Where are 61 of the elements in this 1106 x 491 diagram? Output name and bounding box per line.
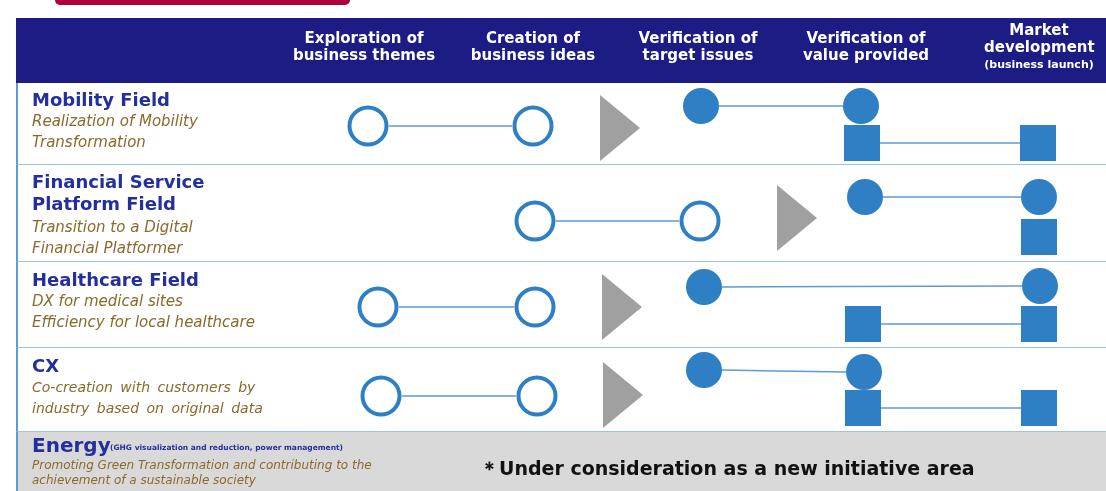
row-title: Healthcare Field <box>32 269 199 291</box>
row-description: Transition to a Digital Financial Platformer <box>32 217 194 259</box>
filled-square <box>845 390 881 426</box>
connector-line <box>721 285 1023 288</box>
hollow-circle <box>347 105 389 147</box>
stage-triangle <box>603 362 643 428</box>
row-title: Financial Service Platform Field <box>32 171 206 215</box>
hollow-circle <box>514 200 556 242</box>
table-row <box>16 348 1106 432</box>
filled-circle <box>686 269 722 305</box>
stage-triangle <box>602 274 642 340</box>
stage-triangle <box>600 95 640 161</box>
connector-line <box>401 395 517 397</box>
filled-square <box>1021 219 1057 255</box>
row-title: CX <box>32 355 60 377</box>
row-description: Realization of Mobility Transformation <box>32 111 199 153</box>
filled-circle <box>846 354 882 390</box>
filled-circle <box>683 88 719 124</box>
note-text: ＊Under consideration as a new initiative area <box>480 456 975 481</box>
hollow-circle <box>516 375 558 417</box>
hollow-circle <box>512 105 554 147</box>
filled-circle <box>686 352 722 388</box>
connector-line <box>880 323 1022 325</box>
column-header: Verification of target issues <box>637 30 759 64</box>
connector-line <box>388 125 513 127</box>
filled-circle <box>847 179 883 215</box>
connector-line <box>879 142 1021 144</box>
row-description: Promoting Green Transformation and contributing to the achievement of a sustainable society <box>32 458 373 488</box>
column-header: Exploration of business themes <box>291 30 437 64</box>
filled-square <box>1020 125 1056 161</box>
connector-line <box>718 105 844 107</box>
connector-line <box>555 220 680 222</box>
filled-square <box>845 306 881 342</box>
connector-line <box>880 407 1022 409</box>
table-row <box>16 83 1106 165</box>
connector-line <box>398 306 515 308</box>
table-row <box>16 262 1106 348</box>
filled-square <box>1021 390 1057 426</box>
column-header: Market development <box>984 22 1094 56</box>
column-header: (business launch) <box>983 57 1095 73</box>
row-description: Co-creation with customers by industry based on original data <box>32 378 264 418</box>
connector-line <box>721 369 847 373</box>
row-description: DX for medical sites <box>32 291 183 312</box>
column-header: Creation of business ideas <box>469 30 597 64</box>
row-description: Efficiency for local healthcare <box>32 312 255 333</box>
column-header: Verification of value provided <box>801 30 931 64</box>
stage-triangle <box>777 185 817 251</box>
hollow-circle <box>357 286 399 328</box>
connector-line <box>882 196 1022 198</box>
filled-square <box>844 125 880 161</box>
filled-circle <box>843 88 879 124</box>
table-row <box>16 165 1106 262</box>
filled-square <box>1021 306 1057 342</box>
shaded-row <box>16 432 1106 491</box>
hollow-circle <box>679 200 721 242</box>
hollow-circle <box>360 375 402 417</box>
filled-circle <box>1022 268 1058 304</box>
filled-circle <box>1021 179 1057 215</box>
row-title: Energy <box>32 434 111 456</box>
hollow-circle <box>514 286 556 328</box>
row-title: Mobility Field <box>32 89 170 111</box>
